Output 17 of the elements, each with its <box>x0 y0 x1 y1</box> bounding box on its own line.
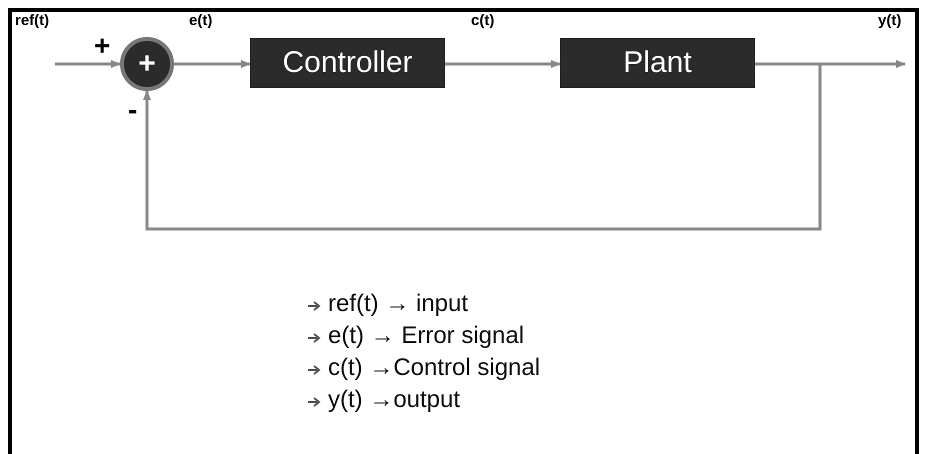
block-box: Plant <box>560 38 755 88</box>
sign-label: - <box>128 96 138 124</box>
signal-arrow <box>445 60 561 68</box>
signal-arrow <box>143 62 822 230</box>
summing-junction: + <box>120 37 174 91</box>
signal-arrow <box>174 60 251 68</box>
block-box: Controller <box>250 38 445 88</box>
edge-label: c(t) <box>470 12 496 29</box>
list-item: y(t) →output <box>328 386 460 414</box>
list-item: c(t) →Control signal <box>328 354 540 382</box>
signal-arrow <box>55 60 121 68</box>
edge-label: e(t) <box>188 12 214 29</box>
list-item: ref(t) → input <box>328 290 468 318</box>
list-item: e(t) → Error signal <box>328 322 524 350</box>
edge-label: ref(t) <box>14 12 50 29</box>
edge-label: y(t) <box>877 12 902 29</box>
sign-label: + <box>94 32 110 60</box>
